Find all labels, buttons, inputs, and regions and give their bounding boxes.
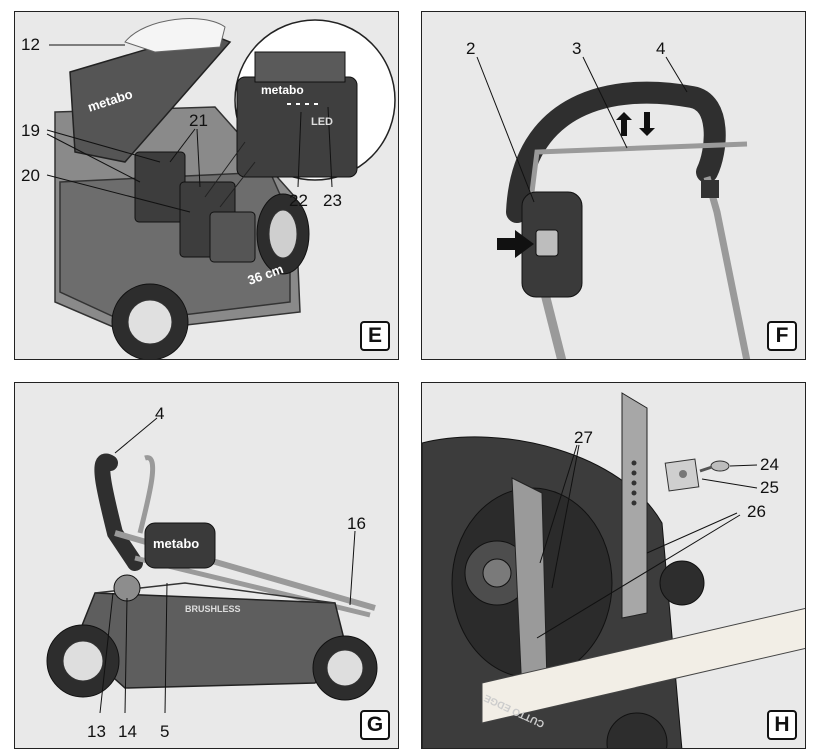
callout-26: 26	[747, 502, 766, 521]
callout-13: 13	[87, 722, 106, 741]
panel-h: CUTTO EDGE 27 24 25 26 H	[421, 382, 806, 749]
callout-19: 19	[21, 121, 40, 140]
panel-g: metabo BRUSHLESS 4 16 13 14 5 G	[14, 382, 399, 749]
switch-brand-text: metabo	[153, 536, 200, 551]
callout-20: 20	[21, 166, 40, 185]
callout-24: 24	[760, 455, 779, 474]
battery-brand-text: metabo	[261, 83, 304, 97]
led-label: LED	[311, 116, 333, 128]
callout-22: 22	[289, 191, 308, 210]
callout-3: 3	[572, 39, 582, 58]
callout-21: 21	[189, 111, 208, 130]
panel-h-letter-badge: H	[767, 710, 797, 740]
panel-e-letter-badge: E	[360, 321, 390, 351]
callout-27: 27	[574, 428, 593, 447]
callout-5: 5	[160, 722, 170, 741]
panel-f-letter-badge: F	[767, 321, 797, 351]
callout-25: 25	[760, 478, 779, 497]
callout-12: 12	[21, 35, 40, 54]
panel-g-letter-badge: G	[360, 710, 390, 740]
callout-16: 16	[347, 514, 366, 533]
panel-e-illustration	[46, 18, 396, 359]
panel-f: 2 3 4 F	[421, 11, 806, 360]
callout-2: 2	[466, 39, 476, 58]
panel-h-illustration	[422, 392, 805, 748]
callout-23: 23	[323, 191, 342, 210]
panel-e: metabo metabo LED 36 cm 12 19 20 21 22 2…	[14, 11, 399, 360]
panel-f-illustration	[476, 56, 751, 359]
callout-4-handle: 4	[656, 39, 666, 58]
panel-g-illustration	[46, 417, 378, 714]
callout-4-folded: 4	[155, 404, 165, 423]
motor-label: BRUSHLESS	[185, 604, 241, 614]
callout-14: 14	[118, 722, 137, 741]
